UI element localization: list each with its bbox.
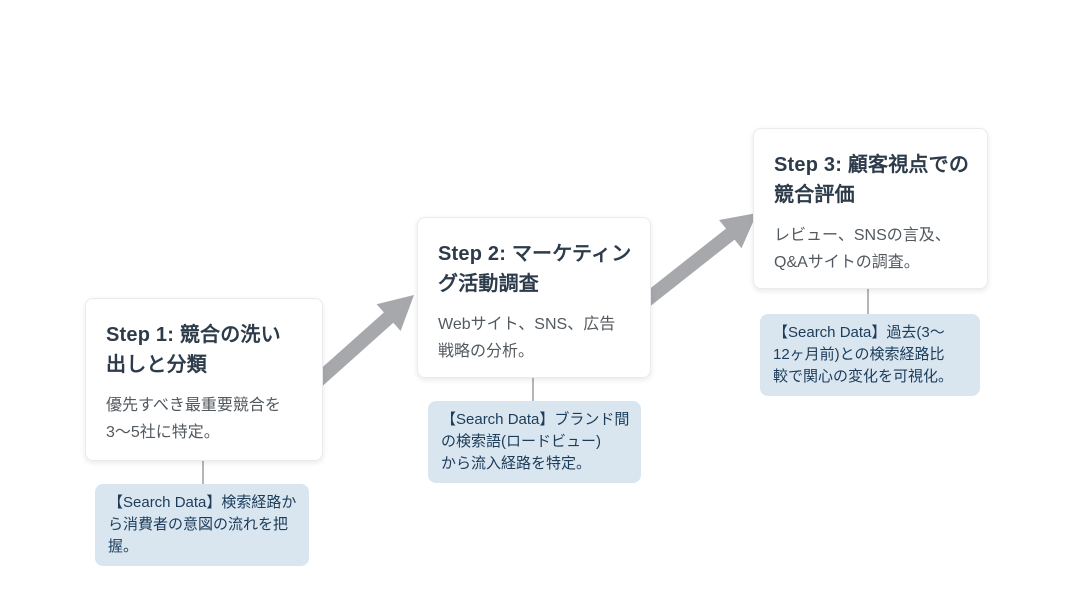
step-3-note-line: 較で関心の変化を可視化。: [773, 368, 954, 385]
connector-step2-note: [532, 376, 534, 402]
step-3-description-line: Q&Aサイトの調査。: [774, 254, 920, 271]
step-3-title-line: Step 3: 顧客視点での: [774, 154, 970, 176]
step-1-search-data-note: 【Search Data】検索経路か ら消費者の意図の流れを把 握。: [95, 484, 309, 566]
step-2-description-line: Webサイト、SNS、広告: [438, 316, 616, 333]
step-3-note-line: 12ヶ月前)との検索経路比: [773, 346, 945, 363]
connector-step3-note: [867, 287, 869, 314]
step-1-description-line: 3〜5社に特定。: [106, 424, 220, 441]
step-1-title: Step 1: 競合の洗い 出しと分類: [106, 320, 302, 380]
step-2-note-line: から流入経路を特定。: [441, 455, 592, 472]
arrow-step2-to-step3-icon: [638, 213, 757, 309]
step-3-card: Step 3: 顧客視点での 競合評価 レビュー、SNSの言及、 Q&Aサイトの…: [753, 128, 988, 289]
step-1-title-line: Step 1: 競合の洗い: [106, 324, 281, 346]
step-3-title-line: 競合評価: [774, 184, 855, 206]
connector-step1-note: [202, 459, 204, 485]
arrow-step1-to-step2-icon: [307, 295, 414, 392]
step-3-search-data-note: 【Search Data】過去(3〜 12ヶ月前)との検索経路比 較で関心の変化…: [760, 314, 980, 396]
step-1-card: Step 1: 競合の洗い 出しと分類 優先すべき最重要競合を 3〜5社に特定。: [85, 298, 323, 461]
step-2-title-line: グ活動調査: [438, 273, 539, 295]
step-1-note-line: ら消費者の意図の流れを把: [108, 516, 289, 533]
step-3-description: レビュー、SNSの言及、 Q&Aサイトの調査。: [774, 222, 967, 276]
step-3-note-line: 【Search Data】過去(3〜: [773, 324, 945, 341]
step-2-title-line: Step 2: マーケティン: [438, 243, 632, 265]
step-2-note-line: の検索語(ロードビュー): [441, 433, 601, 450]
step-2-title: Step 2: マーケティン グ活動調査: [438, 239, 632, 299]
step-1-note-line: 握。: [108, 538, 139, 555]
step-2-search-data-note: 【Search Data】ブランド間 の検索語(ロードビュー) から流入経路を特…: [428, 401, 641, 483]
step-2-description-line: 戦略の分析。: [438, 343, 535, 360]
step-2-note-line: 【Search Data】ブランド間: [441, 411, 630, 428]
step-2-card: Step 2: マーケティン グ活動調査 Webサイト、SNS、広告 戦略の分析…: [417, 217, 651, 378]
step-2-description: Webサイト、SNS、広告 戦略の分析。: [438, 311, 630, 365]
step-1-note-line: 【Search Data】検索経路か: [108, 494, 297, 511]
step-3-title: Step 3: 顧客視点での 競合評価: [774, 150, 970, 210]
step-1-description: 優先すべき最重要競合を 3〜5社に特定。: [106, 392, 302, 446]
step-3-description-line: レビュー、SNSの言及、: [774, 227, 951, 244]
step-1-description-line: 優先すべき最重要競合を: [106, 397, 281, 414]
step-1-title-line: 出しと分類: [106, 354, 207, 376]
